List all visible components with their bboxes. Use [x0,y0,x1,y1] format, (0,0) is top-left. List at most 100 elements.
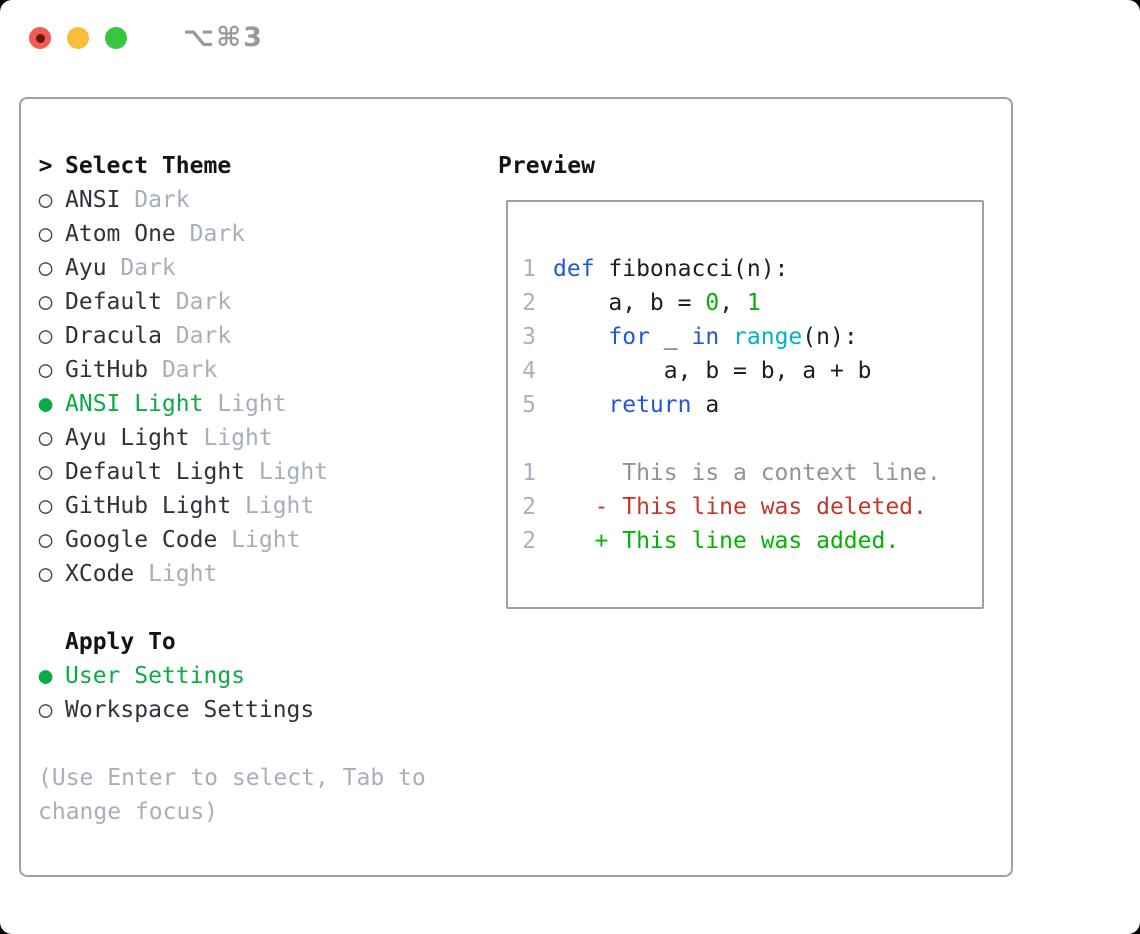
code-line: 2 a, b = 0, 1 [522,286,982,320]
code-segment-pl: a [691,392,720,418]
code-segment-num: 1 [746,290,761,316]
theme-variant-badge: Light [203,391,287,417]
radio-icon: ○ [38,697,53,723]
line-number: 2 [522,528,536,554]
theme-list-title: Select Theme [65,153,232,179]
theme-name: Default [65,289,162,315]
zoom-button[interactable] [105,27,127,49]
code-segment-pl: fibonacci(n): [594,256,789,282]
theme-option-ansi[interactable]: ○ ANSI Dark [38,183,468,217]
code-segment-add: + This line was added. [553,528,900,554]
theme-option-ayu-light[interactable]: ○ Ayu Light Light [38,421,468,455]
theme-select-panel: > Select Theme ○ANSI Dark○Atom One Dark○… [19,97,1013,877]
radio-icon: ○ [38,357,53,383]
line-number: 5 [522,392,536,418]
line-number: 4 [522,358,536,384]
radio-icon: ○ [38,561,53,587]
radio-icon: ○ [38,187,53,213]
theme-variant-badge: Dark [120,187,190,213]
line-number: 1 [522,460,536,486]
code-segment-pl [719,320,733,354]
theme-name: Google Code [65,527,218,553]
theme-option-github[interactable]: ○ GitHub Dark [38,353,468,387]
theme-variant-badge: Dark [106,255,176,281]
minimize-button[interactable] [67,27,89,49]
code-line: 5 return a [522,388,982,422]
code-segment-kw: def [553,256,595,282]
code-line: 1 def fibonacci(n): [522,252,982,286]
code-line [522,422,982,456]
keyboard-hint: (Use Enter to select, Tab to change focu… [38,765,426,825]
theme-option-dracula[interactable]: ○Dracula Dark [38,319,468,353]
code-segment-num: 0 [705,290,720,316]
close-button[interactable] [29,27,51,49]
apply-option-user-settings[interactable]: ● User Settings [38,659,468,693]
theme-variant-badge: Light [217,527,301,553]
radio-icon: ○ [38,493,53,519]
theme-name: GitHub [65,357,149,383]
code-segment-kw: in [691,324,720,350]
theme-option-atom-one[interactable]: ○ Atom One Dark [38,217,468,251]
radio-icon: ○ [38,323,53,349]
focus-caret-icon: > [38,153,53,179]
apply-option-label: User Settings [65,663,246,689]
theme-option-default[interactable]: ○Default Dark [38,285,468,319]
theme-name: Ayu Light [65,425,190,451]
code-line: 2 + This line was added. [522,524,982,558]
theme-variant-badge: Light [134,561,218,587]
radio-icon: ○ [38,527,53,553]
code-segment-pl: a, b = b, a + b [553,358,872,384]
code-line: 3 for _ in range(n): [522,320,982,354]
radio-icon: ○ [38,459,53,485]
theme-option-ansi-light[interactable]: ● ANSI Light Light [38,387,468,421]
line-number: 1 [522,256,536,282]
theme-option-ayu[interactable]: ○ Ayu Dark [38,251,468,285]
theme-name: Atom One [65,221,176,247]
code-line: 1 This is a context line. [522,456,982,490]
radio-icon: ○ [38,255,53,281]
theme-variant-badge: Light [245,459,329,485]
theme-option-github-light[interactable]: ○ GitHub Light Light [38,489,468,523]
line-number: 2 [522,290,536,316]
theme-name: ANSI Light [65,391,204,417]
code-segment-pl: a, b = [553,290,706,316]
theme-variant-badge: Light [231,493,315,519]
radio-icon: ○ [38,289,53,315]
theme-name: XCode [65,561,135,587]
line-number [522,422,536,456]
apply-to-header: Apply To [38,625,468,659]
code-segment-pl: , [719,290,747,316]
theme-name: Default Light [65,459,246,485]
theme-name: ANSI [65,187,121,213]
titlebar: ⌥⌘3 [29,24,264,51]
code-segment-pl [553,388,608,422]
code-segment-kw: return [608,392,692,418]
line-number: 3 [522,324,536,350]
radio-selected-icon: ● [38,663,53,689]
apply-to-section: Apply To ● User Settings ○Workspace Settin… [38,625,468,727]
theme-option-default-light[interactable]: ○ Default Light Light [38,455,468,489]
theme-variant-badge: Light [189,425,273,451]
code-line: 4 a, b = b, a + b [522,354,982,388]
code-segment-pl [553,320,608,354]
radio-selected-icon: ● [38,391,53,417]
theme-variant-badge: Dark [175,221,246,247]
theme-list-header: > Select Theme [38,149,468,183]
radio-icon: ○ [38,221,53,247]
apply-to-list: ● User Settings ○Workspace Settings [38,659,468,727]
code-segment-ctx: This is a context line. [553,460,941,486]
theme-list: ○ ANSI Dark ○ Atom One Dark ○ Ayu Dark ○ Defaul… [38,183,468,591]
theme-name: Ayu [65,255,107,281]
theme-option-xcode[interactable]: ○ XCode Light [38,557,468,591]
theme-variant-badge: Dark [148,357,218,383]
apply-to-title: Apply To [65,629,176,655]
radio-icon: ○ [38,425,53,451]
code-segment-kw: for [608,324,650,350]
theme-name: GitHub Light [65,493,232,519]
theme-option-google-code[interactable]: ○ Google Code Light [38,523,468,557]
line-number: 2 [522,494,536,520]
apply-option-workspace-settings[interactable]: ○Workspace Settings [38,693,468,727]
